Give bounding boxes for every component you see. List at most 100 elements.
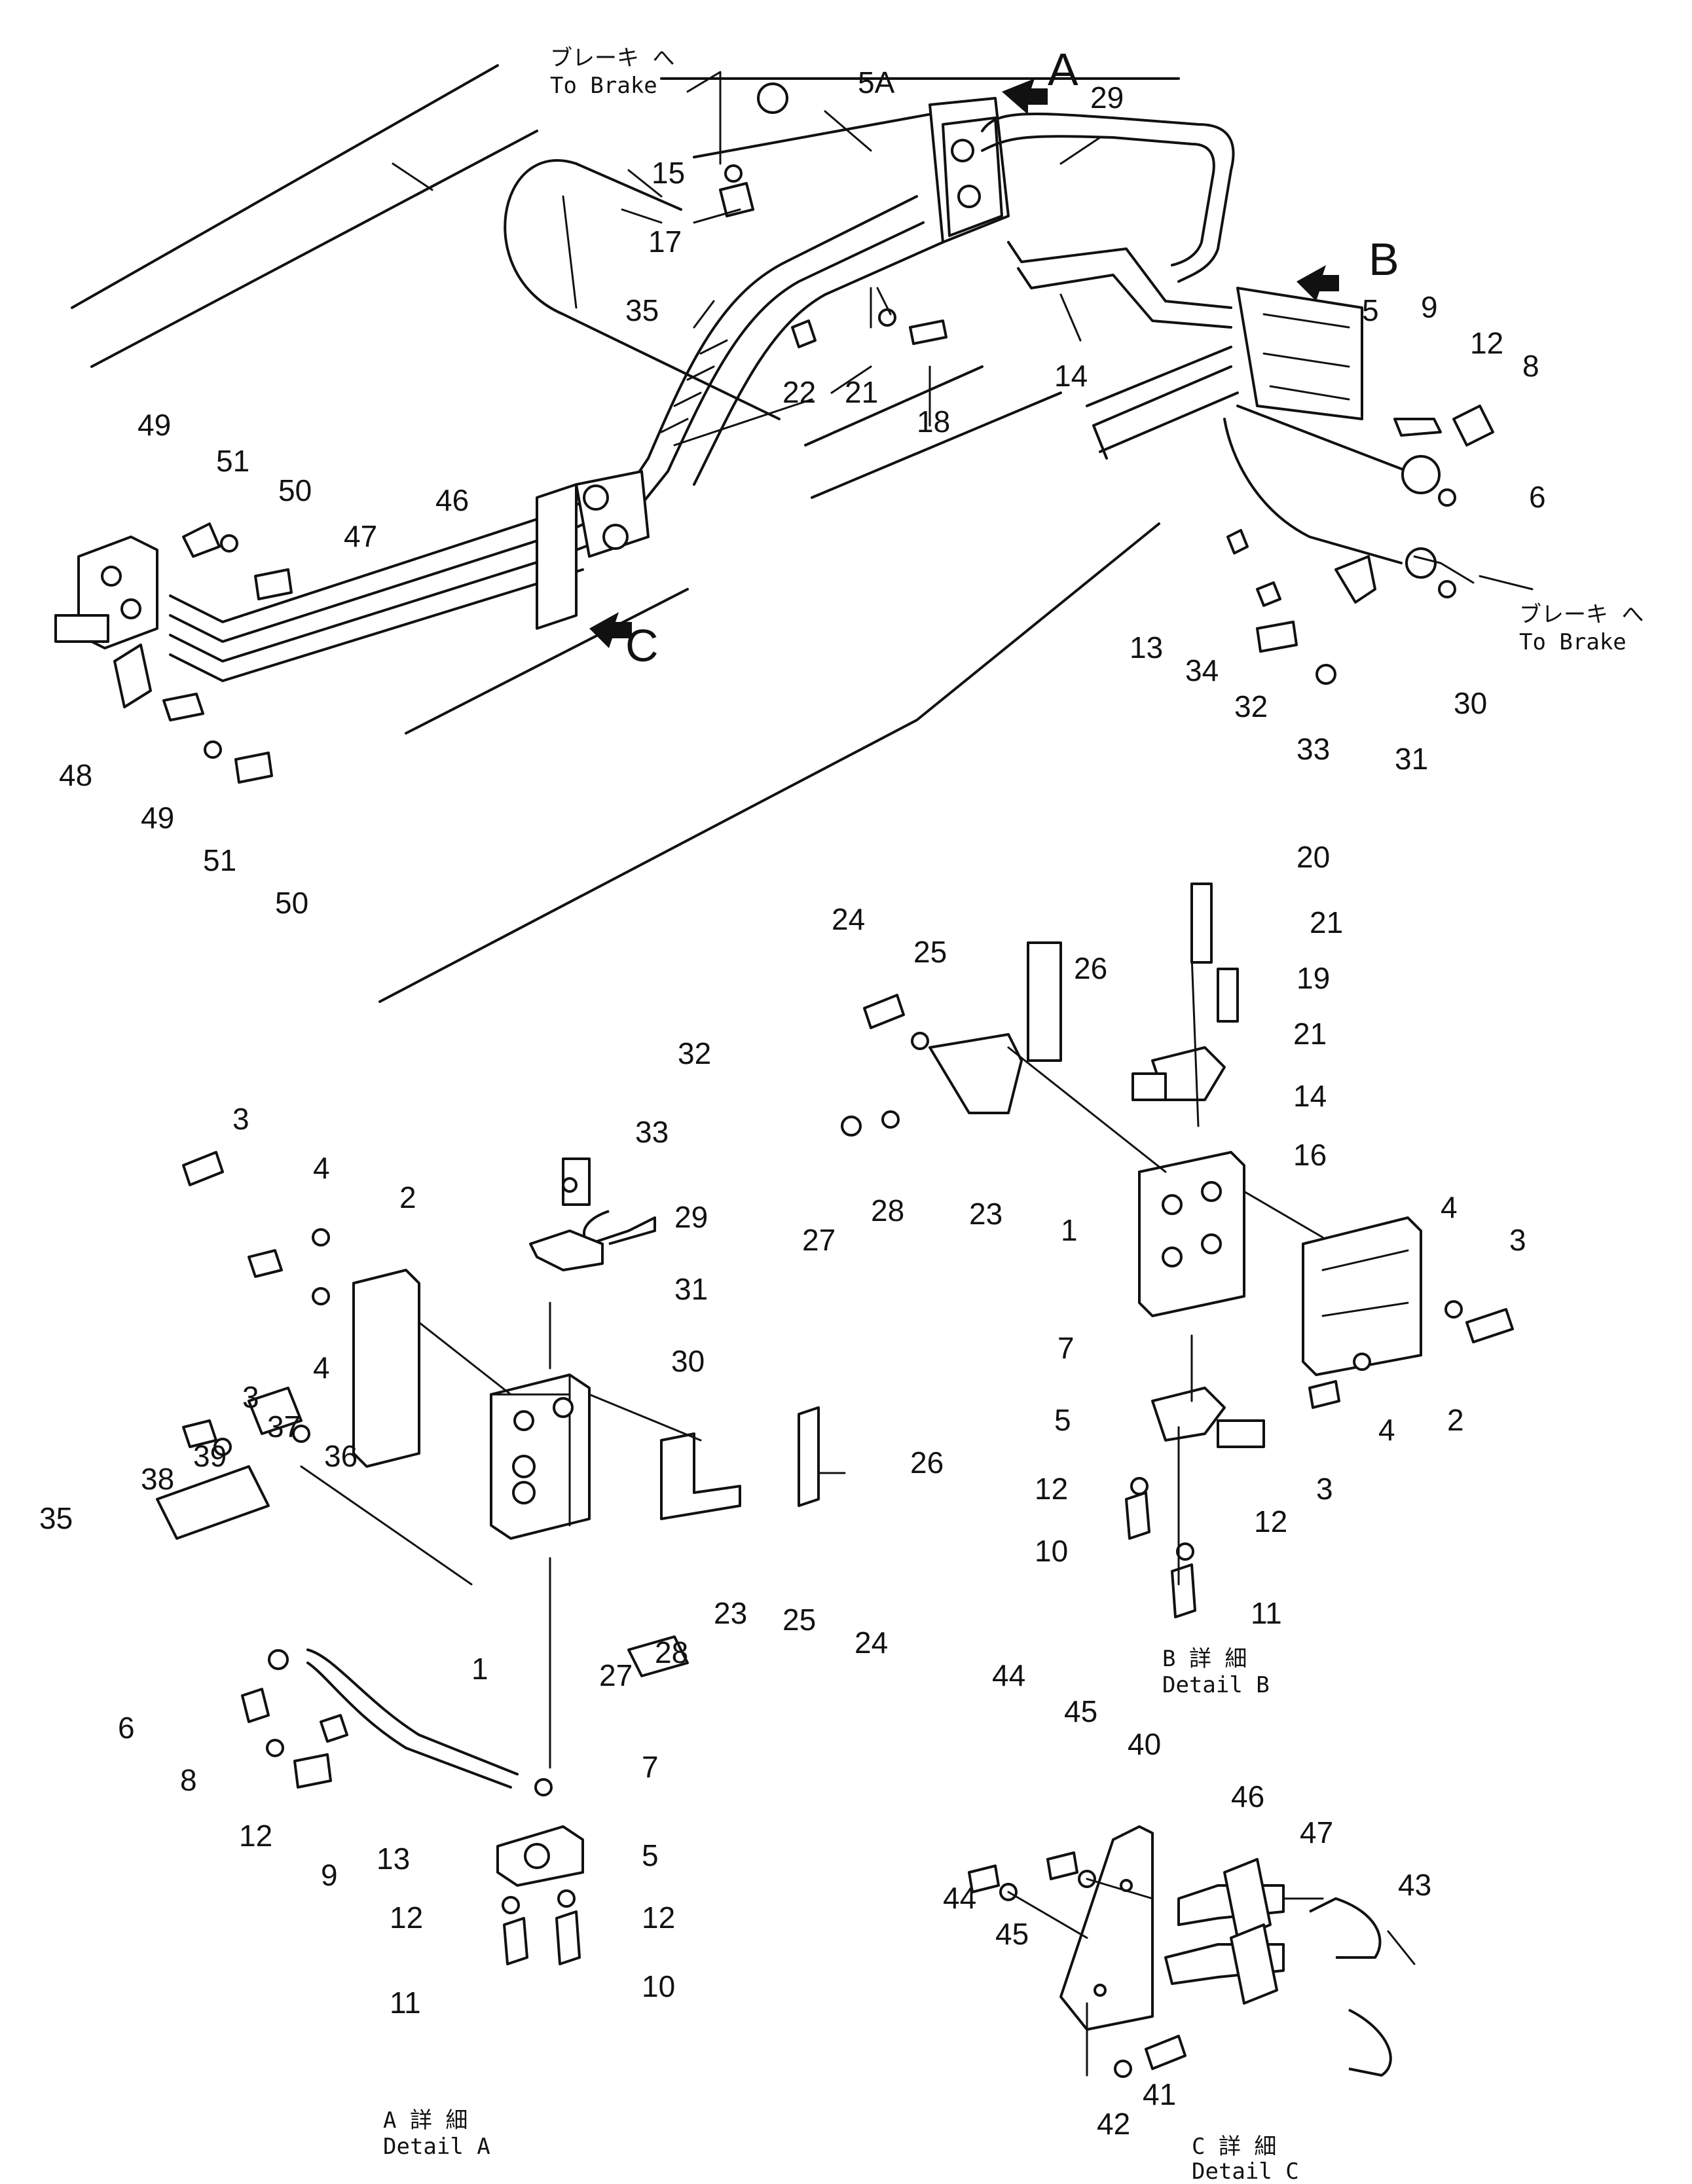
callout: 21 — [1310, 905, 1343, 939]
view-markers: A B C — [625, 44, 1399, 671]
callout: 23 — [969, 1197, 1002, 1231]
callout: 30 — [671, 1344, 705, 1378]
callout: 12 — [1035, 1472, 1068, 1506]
callout: 24 — [832, 902, 865, 936]
callout: 46 — [435, 483, 469, 517]
callout: 14 — [1054, 359, 1088, 393]
callout: 31 — [1395, 742, 1428, 776]
view-arrows — [589, 79, 1339, 648]
callout: 3 — [232, 1102, 249, 1136]
callout: 32 — [1234, 689, 1268, 723]
detail-c-caption-jp: C 詳 細 — [1192, 2134, 1276, 2160]
view-marker-a: A — [1048, 44, 1078, 95]
callout: 12 — [642, 1901, 675, 1935]
callout: 21 — [845, 375, 878, 409]
tube-29-14 — [981, 113, 1235, 329]
callout: 29 — [1090, 81, 1124, 115]
note-to-brake-right-en: To Brake — [1519, 629, 1627, 655]
callout: 6 — [1529, 480, 1546, 514]
callout: 28 — [655, 1635, 688, 1669]
note-to-brake-left-jp: ブレーキ へ — [550, 45, 674, 71]
callout: 15 — [652, 156, 685, 190]
junction-block-b — [1086, 287, 1441, 579]
callout: 8 — [180, 1763, 197, 1797]
callout: 46 — [1231, 1779, 1264, 1813]
callout: 7 — [642, 1750, 659, 1784]
callout: 29 — [674, 1200, 708, 1234]
callout: 38 — [141, 1462, 174, 1496]
callout: 25 — [782, 1603, 816, 1637]
callout: 20 — [1297, 840, 1330, 874]
callouts-main: 5A 29 15 17 35 22 21 18 14 5 9 12 8 6 49… — [59, 65, 1546, 920]
callout: 16 — [1293, 1138, 1327, 1172]
callouts-detail-a: 32 33 29 31 30 3 4 2 3 4 38 39 37 36 35 … — [39, 1036, 944, 2020]
leaders-main — [686, 71, 1534, 591]
callout: 5 — [1054, 1403, 1071, 1437]
callout: 3 — [242, 1380, 259, 1414]
callout: 32 — [678, 1036, 711, 1070]
callouts-detail-b: 20 21 19 21 14 16 24 25 26 23 27 28 1 4 … — [802, 840, 1526, 1630]
callout: 28 — [871, 1193, 904, 1228]
hoses-main — [621, 195, 944, 505]
callout: 9 — [321, 1858, 338, 1892]
callout: 33 — [1297, 732, 1330, 766]
detail-a-parts — [156, 1151, 846, 1965]
callout: 25 — [913, 935, 947, 969]
callout: 9 — [1421, 290, 1438, 324]
callout: 50 — [275, 886, 308, 920]
callout: 3 — [1509, 1223, 1526, 1257]
detail-captions: A 詳 細 Detail A B 詳 細 Detail B C 詳 細 Deta… — [383, 1646, 1299, 2184]
callout: 5 — [642, 1838, 659, 1872]
callout: 5 — [1362, 293, 1379, 327]
callout: 42 — [1097, 2107, 1130, 2141]
callout: 49 — [141, 801, 174, 835]
note-to-brake-right-jp: ブレーキ へ — [1519, 602, 1644, 628]
callout: 43 — [1398, 1868, 1431, 1902]
callout: 50 — [278, 473, 312, 507]
detail-c-parts — [968, 1825, 1416, 2078]
callout: 40 — [1128, 1727, 1161, 1761]
callout: 34 — [1185, 653, 1219, 687]
callout: 19 — [1297, 961, 1330, 995]
callout: 45 — [995, 1917, 1029, 1951]
callout: 4 — [1441, 1190, 1458, 1224]
callout: 30 — [1454, 686, 1487, 720]
callout: 36 — [324, 1439, 358, 1473]
callout: 22 — [782, 375, 816, 409]
callout: 2 — [399, 1180, 416, 1214]
callout: 4 — [1378, 1413, 1395, 1447]
callout: 12 — [1254, 1504, 1287, 1538]
detail-a-caption-jp: A 詳 細 — [383, 2107, 468, 2134]
detail-b-caption-jp: B 詳 細 — [1162, 1646, 1247, 1672]
small-parts-top — [162, 82, 1494, 784]
callout: 1 — [471, 1652, 488, 1686]
callout: 11 — [390, 1986, 421, 2020]
callout: 5A — [858, 65, 895, 100]
callout: 2 — [1447, 1403, 1464, 1437]
callout: 4 — [313, 1351, 330, 1385]
notes: ブレーキ へ To Brake ブレーキ へ To Brake — [550, 45, 1644, 655]
callout: 26 — [910, 1446, 944, 1480]
callout: 18 — [917, 405, 950, 439]
callout: 1 — [1061, 1213, 1078, 1247]
callout: 35 — [625, 293, 659, 327]
callout: 21 — [1293, 1017, 1327, 1051]
callout: 10 — [642, 1969, 675, 2003]
callout: 12 — [239, 1819, 272, 1853]
view-marker-c: C — [625, 620, 659, 671]
callout: 27 — [802, 1223, 836, 1257]
detail-a-caption-en: Detail A — [383, 2134, 490, 2160]
callout: 6 — [118, 1711, 135, 1745]
callout: 35 — [39, 1501, 73, 1535]
callout: 41 — [1143, 2077, 1176, 2111]
callout: 45 — [1064, 1694, 1097, 1728]
callout: 49 — [138, 408, 171, 442]
callout: 27 — [599, 1658, 633, 1692]
callout: 48 — [59, 758, 92, 792]
callout: 33 — [635, 1115, 669, 1149]
callouts-detail-c: 44 45 40 46 47 43 44 45 41 42 — [943, 1658, 1431, 2141]
callout: 7 — [1058, 1331, 1075, 1365]
callout: 13 — [1130, 630, 1163, 664]
callout: 14 — [1293, 1079, 1327, 1113]
